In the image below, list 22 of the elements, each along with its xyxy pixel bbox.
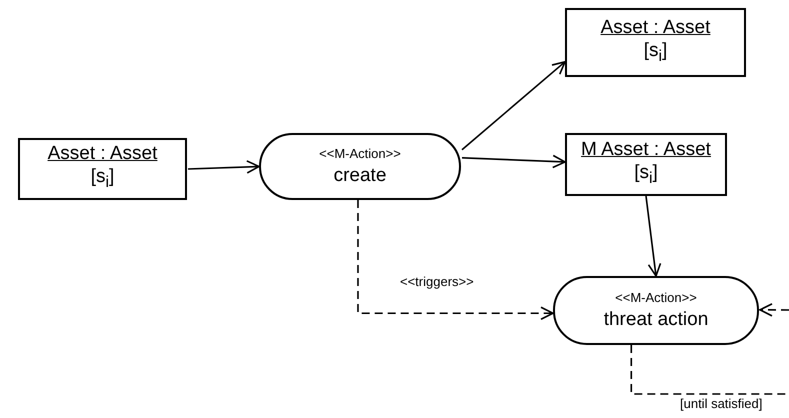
state-label: [s$_{i}$] xyxy=(644,38,668,66)
arrow xyxy=(462,154,566,168)
object-name: Asset : Asset xyxy=(48,143,158,166)
state-label: [s$_{i}$] xyxy=(90,165,114,193)
stereotype-label: <<M-Action>> xyxy=(319,144,401,162)
edge-label: <<triggers>> xyxy=(398,274,476,289)
arrow xyxy=(645,196,662,277)
dashed-arrow xyxy=(759,303,789,317)
dashed-arrow xyxy=(357,200,554,320)
edge-label: [until satisfied] xyxy=(678,396,764,411)
object-box xyxy=(565,8,746,77)
state-label: [s$_{i}$] xyxy=(634,160,658,188)
arrow xyxy=(188,160,260,174)
object-name: Asset : Asset xyxy=(600,16,710,39)
stereotype-label: <<M-Action>> xyxy=(615,288,697,306)
object-name: M Asset : Asset xyxy=(581,138,711,161)
action-name: create xyxy=(334,164,386,188)
action-pill xyxy=(259,133,461,200)
action-name: threat action xyxy=(604,308,708,332)
object-box xyxy=(18,138,187,200)
arrow xyxy=(461,61,566,150)
object-box xyxy=(565,133,727,196)
